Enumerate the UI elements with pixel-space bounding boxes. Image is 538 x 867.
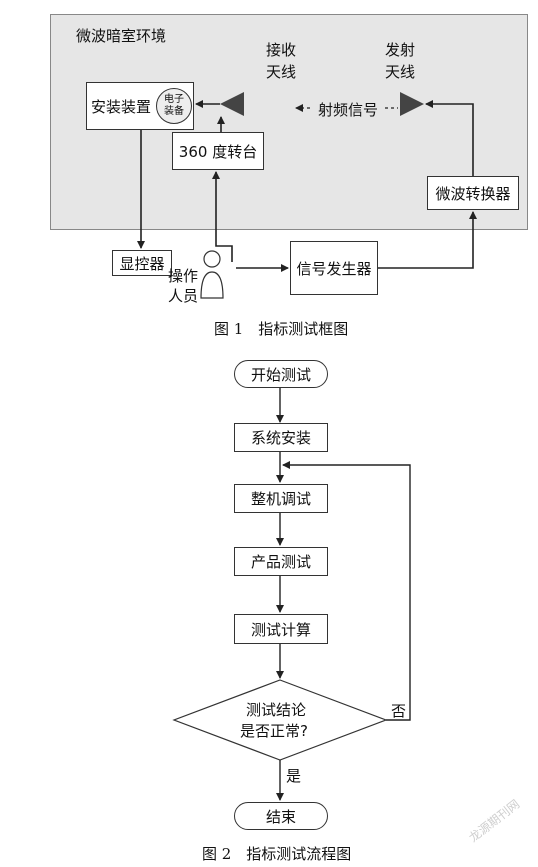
electronic-equipment-label-2: 装备 [164, 106, 184, 117]
step-system-install: 系统安装 [234, 423, 328, 452]
no-label: 否 [391, 702, 407, 720]
fig1-caption: 图 1 指标测试框图 [214, 320, 349, 338]
fig1-connectors [137, 92, 477, 299]
step-machine-debug: 整机调试 [234, 484, 328, 513]
turntable-label: 360 度转台 [178, 142, 258, 161]
step-label-3: 产品测试 [250, 553, 311, 571]
display-controller-label: 显控器 [119, 254, 165, 273]
operator-to-turntable-arrow [212, 171, 233, 262]
display-controller-box: 显控器 [112, 250, 172, 276]
electronic-equipment-circle: 电子 装备 [156, 88, 192, 124]
receive-antenna-label-1: 接收 [266, 41, 297, 59]
operator-label-2: 人员 [168, 287, 199, 305]
step-label-4: 测试计算 [250, 620, 311, 639]
end-label: 结束 [265, 807, 296, 826]
step-label-2: 整机调试 [250, 490, 311, 508]
receive-antenna-label-2: 天线 [266, 63, 297, 81]
converter-to-antenna-arrow [425, 100, 474, 176]
signal-generator-label: 信号发生器 [296, 259, 372, 278]
electronic-equipment-label-1: 电子 [164, 94, 184, 105]
start-terminal: 开始测试 [234, 360, 328, 388]
microwave-converter-box: 微波转换器 [427, 176, 519, 210]
operator-label-1: 操作 [168, 267, 199, 285]
chamber-label: 微波暗室环境 [76, 27, 167, 45]
fig2-caption: 图 2 指标测试流程图 [202, 845, 352, 863]
transmit-antenna-label-1: 发射 [385, 41, 416, 59]
microwave-converter-label: 微波转换器 [435, 184, 511, 203]
decision-label-2: 是否正常? [240, 722, 308, 740]
yes-label: 是 [286, 767, 302, 785]
install-device-label: 安装装置 [91, 97, 152, 116]
receive-antenna-icon [220, 92, 244, 116]
decision-label-1: 测试结论 [246, 701, 307, 719]
start-label: 开始测试 [250, 365, 311, 384]
operator-icon [200, 250, 224, 299]
rf-signal-label: 射频信号 [318, 101, 379, 119]
step-label-1: 系统安装 [250, 429, 311, 447]
decision-diamond [172, 679, 388, 761]
turntable-box: 360 度转台 [172, 132, 264, 170]
no-loop-arrow [282, 461, 411, 721]
step-test-calc: 测试计算 [234, 614, 328, 644]
end-terminal: 结束 [234, 802, 328, 830]
signal-generator-box: 信号发生器 [290, 241, 378, 295]
transmit-antenna-label-2: 天线 [385, 63, 416, 81]
generator-to-converter-arrow [378, 211, 477, 269]
step-product-test: 产品测试 [234, 547, 328, 576]
transmit-antenna-icon [400, 92, 424, 116]
